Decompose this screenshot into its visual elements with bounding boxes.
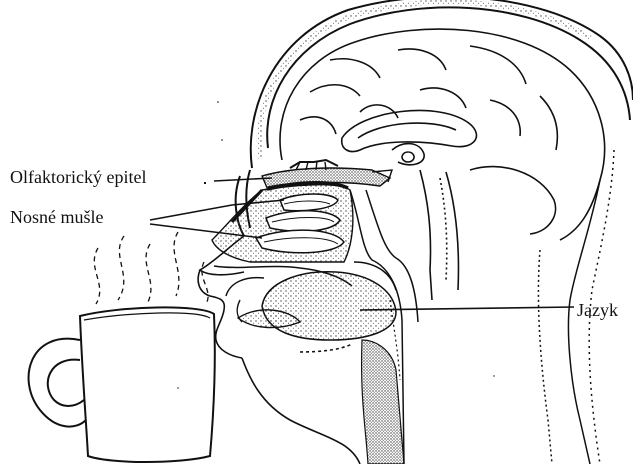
tongue: [262, 272, 396, 340]
nasal-cavity: [200, 183, 353, 275]
lower-concha: [256, 230, 344, 253]
olfactory-epithelium-label: Olfaktorický epitel: [10, 168, 146, 186]
mouth-tongue: [214, 266, 396, 340]
coffee-mug: [29, 307, 215, 462]
steam-wisps: [94, 232, 208, 304]
tongue-label: Jazyk: [577, 301, 618, 319]
nasal-conchae-label: Nosné mušle: [10, 208, 104, 226]
